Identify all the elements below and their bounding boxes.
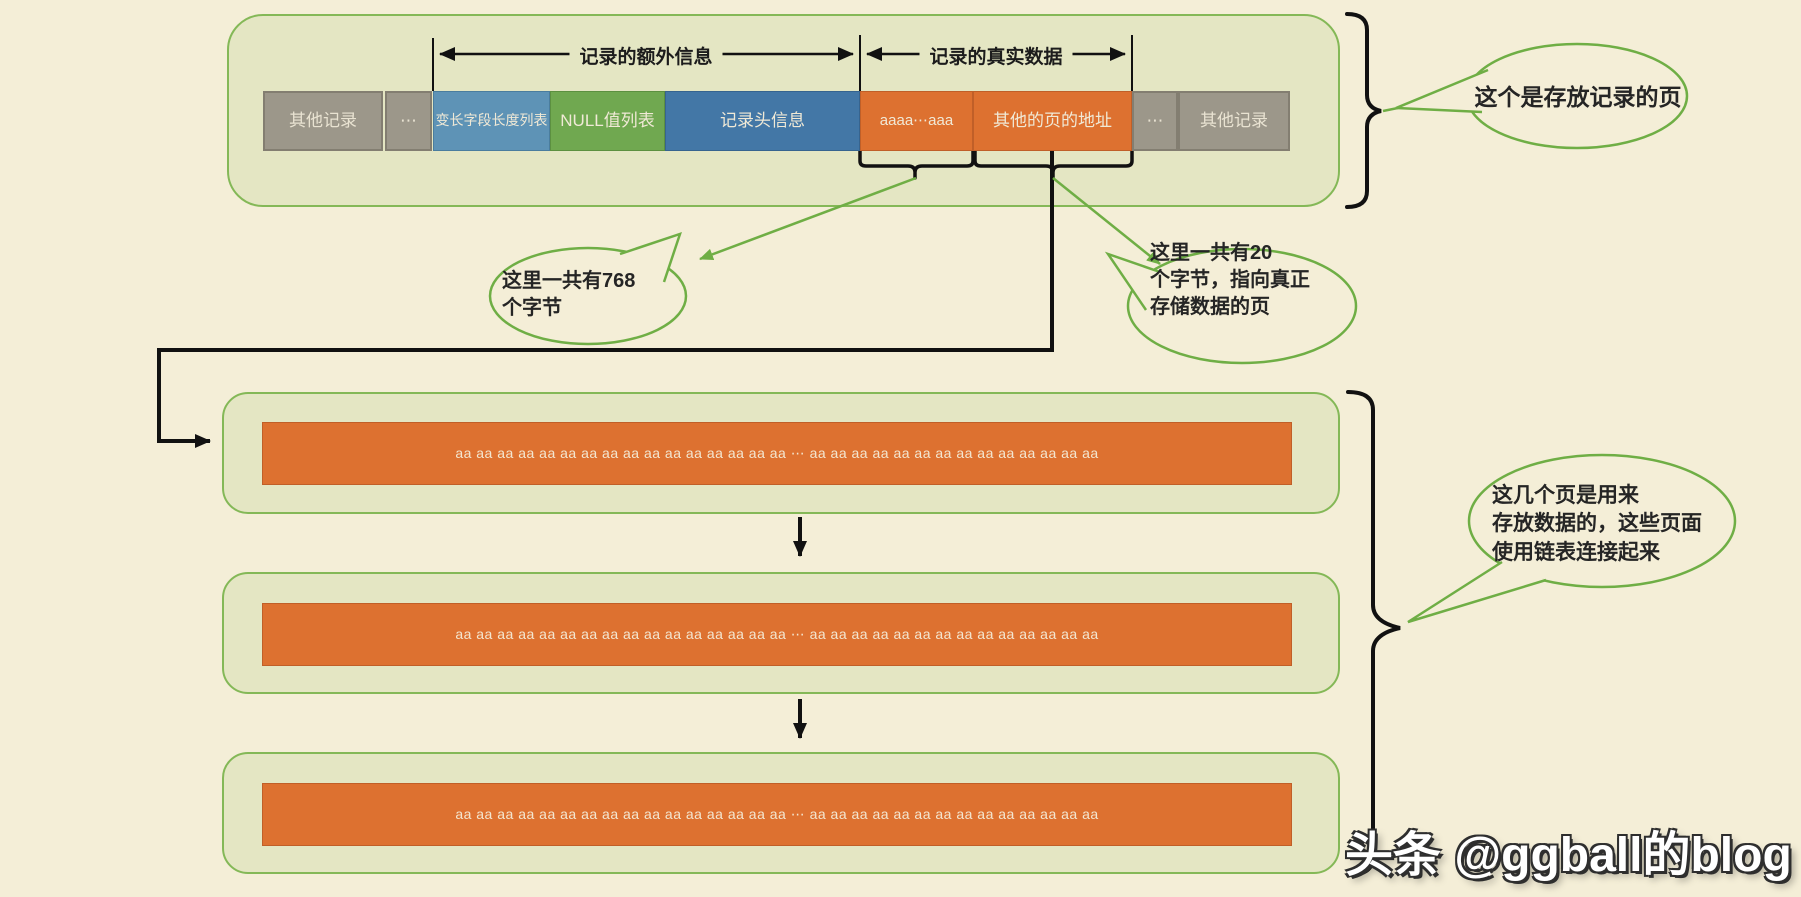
data-page-bar-3: aa aa aa aa aa aa aa aa aa aa aa aa aa a…: [262, 783, 1292, 846]
bubble-data-pages: [1407, 453, 1737, 624]
record-segment-other-records-right: 其他记录: [1178, 91, 1290, 151]
connector-to-record-page-bubble: [1382, 106, 1399, 113]
record-segment-other-records-left: 其他记录: [263, 91, 383, 151]
record-segment-aaaa-data: aaaa⋯aaa: [860, 91, 973, 151]
record-segment-ellipsis-right: ⋯: [1132, 91, 1178, 151]
bubble-record-page: [1395, 42, 1689, 150]
record-segment-other-page-address: 其他的页的地址: [973, 91, 1132, 151]
dimension-tick-lines: [432, 35, 1133, 91]
record-segment-ellipsis-left: ⋯: [385, 91, 432, 151]
record-segment-varlen-list: 变长字段长度列表: [433, 91, 550, 151]
bubble-text-record-page: 这个是存放记录的页: [1474, 84, 1682, 110]
record-page-brace: [1345, 12, 1382, 209]
real-data-label: 记录的真实数据: [919, 42, 1073, 69]
bubble-20-bytes: [1104, 247, 1358, 365]
data-page-bar-2: aa aa aa aa aa aa aa aa aa aa aa aa aa a…: [262, 603, 1292, 666]
extra-info-label: 记录的额外信息: [569, 42, 723, 69]
brace-under-aaaa-cell: [858, 148, 975, 180]
bubble-text-768-bytes: 这里一共有768 个字节: [502, 270, 636, 319]
bubble-text-data-pages: 这几个页是用来 存放数据的，这些页面 使用链表连接起来: [1492, 484, 1702, 564]
data-pages-brace: [1346, 390, 1401, 877]
connector-to-20-bubble: [1052, 177, 1161, 265]
record-segment-null-list: NULL值列表: [550, 91, 665, 151]
watermark: 头条 @ggball的blog: [1345, 829, 1792, 882]
data-page-bar-1: aa aa aa aa aa aa aa aa aa aa aa aa aa a…: [262, 422, 1292, 485]
bubble-text-20-bytes: 这里一共有20 个字节，指向真正 存储数据的页: [1150, 242, 1310, 318]
connector-to-768-bubble: [699, 176, 917, 261]
bubble-768-bytes: [488, 232, 688, 346]
overflow-pointer-arrow: [157, 143, 1054, 448]
record-segment-record-header: 记录头信息: [665, 91, 860, 151]
